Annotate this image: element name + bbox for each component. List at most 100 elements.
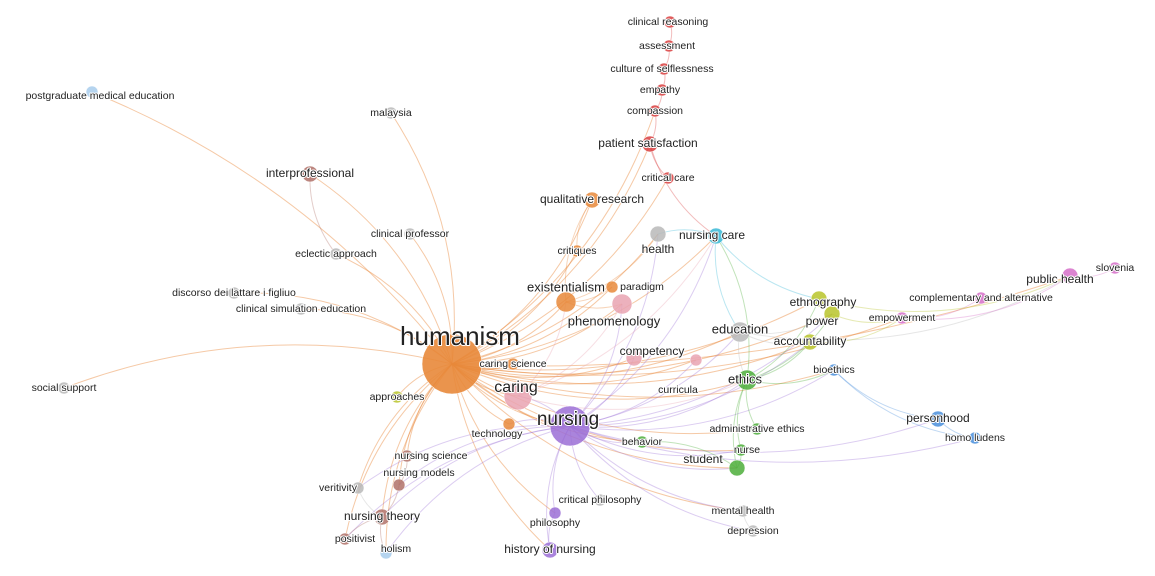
label-existentialism[interactable]: existentialism [526,278,606,295]
label-assessment[interactable]: assessment [638,39,696,53]
label-nursing-science[interactable]: nursing science [394,449,469,463]
node-education[interactable] [729,321,751,343]
node-positivist[interactable] [338,532,352,546]
node-ethnography[interactable] [810,290,828,308]
label-power[interactable]: power [805,313,840,329]
label-critical-care[interactable]: critical care [640,171,695,185]
node-paradigm[interactable] [605,280,619,294]
node-critiques[interactable] [570,244,584,258]
node-clinical-reasoning[interactable] [663,15,677,29]
node-critical-philosophy[interactable] [593,493,607,507]
node-administrative-ethics[interactable] [750,422,764,436]
node-mental-health[interactable] [736,504,750,518]
label-malaysia[interactable]: malaysia [369,106,413,120]
node-veritivity[interactable] [351,481,365,495]
node-nursing-care[interactable] [707,227,725,245]
label-personhood[interactable]: personhood [905,410,970,426]
node-competency[interactable] [625,349,643,367]
node-philosophy[interactable] [548,506,562,520]
node-assessment[interactable] [662,39,676,53]
label-postgraduate-medical-education[interactable]: postgraduate medical education [25,89,176,103]
label-behavior[interactable]: behavior [621,435,664,449]
label-accountability[interactable]: accountability [773,333,848,349]
label-depression[interactable]: depression [726,524,780,538]
label-empathy[interactable]: empathy [639,83,682,97]
label-phenomenology[interactable]: phenomenology [567,312,662,329]
label-critical-philosophy[interactable]: critical philosophy [558,493,644,507]
label-humanism[interactable]: humanism [399,320,521,352]
label-ethics[interactable]: ethics [727,370,763,387]
node-approaches[interactable] [390,390,404,404]
node-empathy[interactable] [655,83,669,97]
node-homo-ludens[interactable] [968,431,982,445]
label-clinical-reasoning[interactable]: clinical reasoning [627,15,710,29]
label-philosophy[interactable]: philosophy [529,516,582,530]
node-nursing-theory[interactable] [373,508,391,526]
node-slovenia[interactable] [1108,261,1122,275]
label-nursing-models[interactable]: nursing models [382,466,455,480]
node-history-of-nursing[interactable] [541,541,559,559]
label-critiques[interactable]: critiques [556,244,597,258]
label-positivist[interactable]: positivist [334,532,376,546]
node-behavior[interactable] [635,435,649,449]
node-student[interactable] [728,459,746,477]
node-discorso[interactable] [227,286,241,300]
node-nursing-science[interactable] [400,449,414,463]
node-patient-satisfaction[interactable] [641,135,659,153]
node-existentialism[interactable] [555,291,577,313]
node-nursing-models[interactable] [392,478,406,492]
label-holism[interactable]: holism [380,542,413,556]
label-education[interactable]: education [711,320,769,337]
node-malaysia[interactable] [384,106,398,120]
label-nurse[interactable]: nurse [733,443,761,457]
label-mental-health[interactable]: mental health [710,504,775,518]
label-student[interactable]: student [682,451,724,467]
label-clinical-professor[interactable]: clinical professor [370,227,451,241]
node-accountability[interactable] [801,333,819,351]
node-empowerment[interactable] [895,311,909,325]
label-caring-science[interactable]: caring science [478,357,547,371]
label-approaches[interactable]: approaches [369,390,426,404]
label-caring[interactable]: caring [493,378,539,397]
node-culture-of-selflessness[interactable] [657,62,671,76]
node-clinical-simulation-education[interactable] [294,302,308,316]
label-public-health[interactable]: public health [1025,271,1094,287]
node-eclectic-approach[interactable] [329,247,343,261]
label-clinical-simulation-education[interactable]: clinical simulation education [235,302,367,316]
label-complementary-and-alternative[interactable]: complementary and alternative [908,291,1054,305]
node-bioethics[interactable] [827,363,841,377]
node-clinical-professor[interactable] [403,227,417,241]
label-bioethics[interactable]: bioethics [812,363,855,377]
node-technology[interactable] [502,417,516,431]
node-caring[interactable] [503,381,533,411]
label-eclectic-approach[interactable]: eclectic approach [294,247,378,261]
label-nursing-theory[interactable]: nursing theory [343,508,421,524]
node-interprofessional[interactable] [301,165,319,183]
label-social-support[interactable]: social support [31,381,98,395]
label-nursing[interactable]: nursing [536,408,600,431]
label-competency[interactable]: competency [619,343,686,359]
label-curricula[interactable]: curricula [657,383,699,397]
label-nursing-care[interactable]: nursing care [678,227,746,243]
label-empowerment[interactable]: empowerment [868,311,937,325]
label-technology[interactable]: technology [471,427,525,441]
label-slovenia[interactable]: slovenia [1095,261,1136,275]
label-history-of-nursing[interactable]: history of nursing [503,541,596,557]
node-power[interactable] [823,305,841,323]
node-phenomenology[interactable] [611,293,633,315]
node-caring-science[interactable] [506,357,520,371]
node-compassion[interactable] [648,104,662,118]
label-health[interactable]: health [641,241,676,257]
label-qualitative-research[interactable]: qualitative research [539,191,645,207]
node-holism[interactable] [379,546,393,560]
node-critical-care[interactable] [661,171,675,185]
label-administrative-ethics[interactable]: administrative ethics [708,422,805,436]
node-postgraduate-medical-education[interactable] [85,85,99,99]
label-homo-ludens[interactable]: homo ludens [944,431,1006,445]
label-compassion[interactable]: compassion [626,104,684,118]
node-public-health[interactable] [1061,267,1079,285]
node-complementary-and-alternative[interactable] [974,291,988,305]
label-paradigm[interactable]: paradigm [619,280,665,294]
label-ethnography[interactable]: ethnography [789,294,858,310]
node-social-support[interactable] [57,381,71,395]
